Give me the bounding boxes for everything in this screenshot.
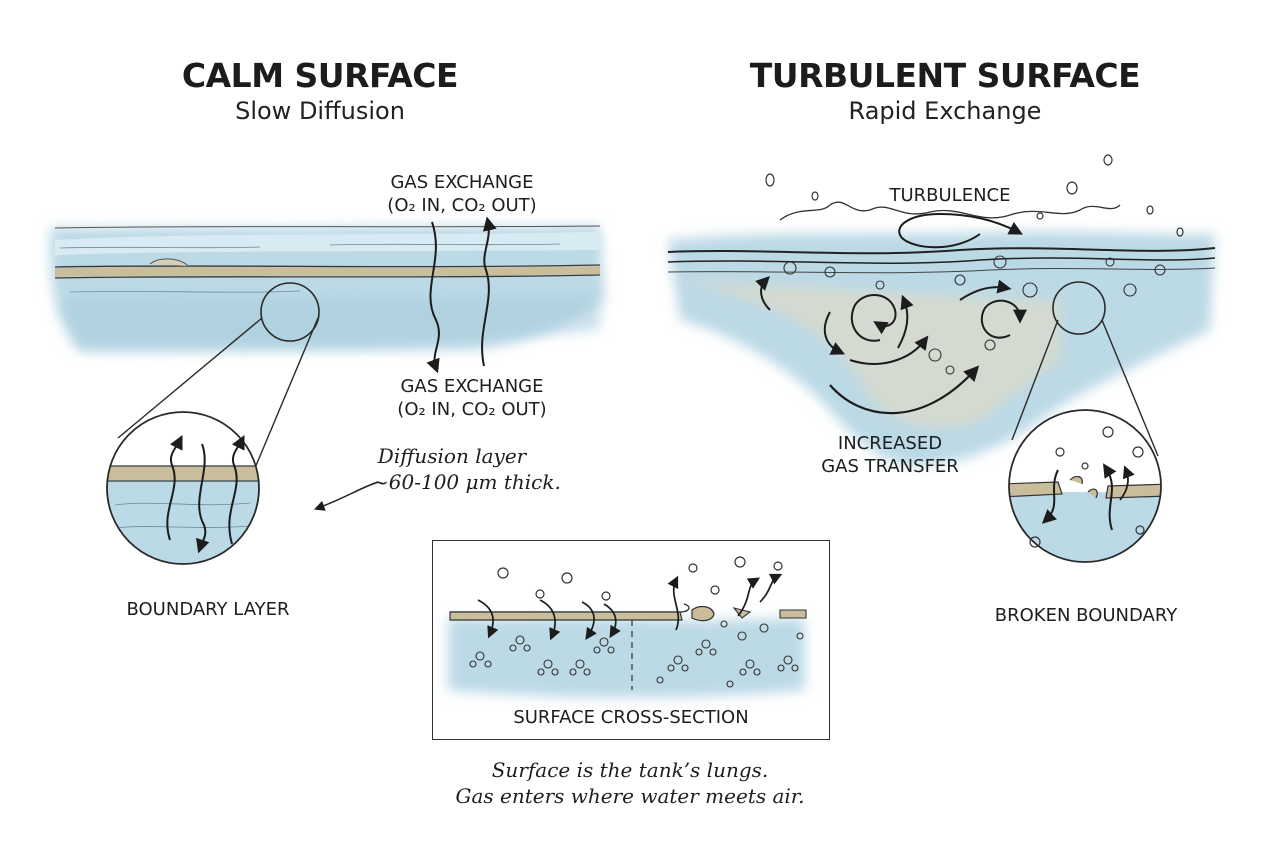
calm-panel-title: CALM SURFACE bbox=[181, 56, 459, 95]
footer-note-line1: Surface is the tank’s lungs. bbox=[491, 758, 769, 782]
transfer-line1: INCREASED bbox=[837, 433, 943, 454]
gas-exchange-bottom-line2: (O₂ IN, CO₂ OUT) bbox=[397, 399, 547, 420]
increased-gas-transfer-label: INCREASED GAS TRANSFER bbox=[790, 432, 990, 478]
gas-exchange-top-line1: GAS EXCHANGE bbox=[390, 172, 534, 193]
cross-section-label: SURFACE CROSS-SECTION bbox=[513, 707, 749, 728]
cross-section-art bbox=[448, 556, 807, 698]
diffusion-note-line2: ~60-100 μm thick. bbox=[372, 470, 561, 494]
broken-boundary-zoom bbox=[1008, 409, 1162, 563]
turbulent-zoom-source bbox=[1052, 281, 1106, 335]
diffusion-note-line1: Diffusion layer bbox=[377, 444, 527, 468]
turbulent-panel-title: TURBULENT SURFACE bbox=[749, 56, 1141, 95]
boundary-layer-label: BOUNDARY LAYER bbox=[126, 599, 290, 620]
calm-panel-subtitle: Slow Diffusion bbox=[235, 97, 405, 125]
turbulent-panel-subtitle: Rapid Exchange bbox=[848, 97, 1042, 125]
turbulence-label: TURBULENCE bbox=[889, 185, 1011, 206]
diffusion-note-pointer bbox=[314, 481, 379, 511]
calm-exchange-up-arrow bbox=[481, 216, 497, 367]
footer-note: Surface is the tank’s lungs. Gas enters … bbox=[400, 757, 860, 809]
calm-gas-exchange-bottom-label: GAS EXCHANGE (O₂ IN, CO₂ OUT) bbox=[372, 375, 572, 421]
calm-gas-exchange-top-label: GAS EXCHANGE (O₂ IN, CO₂ OUT) bbox=[362, 171, 562, 217]
transfer-line2: GAS TRANSFER bbox=[821, 456, 959, 477]
gas-exchange-bottom-line1: GAS EXCHANGE bbox=[400, 376, 544, 397]
diffusion-layer-note: Diffusion layer ~60-100 μm thick. bbox=[372, 443, 561, 495]
footer-note-line2: Gas enters where water meets air. bbox=[455, 784, 805, 808]
broken-boundary-label: BROKEN BOUNDARY bbox=[994, 605, 1178, 626]
boundary-layer-zoom bbox=[106, 411, 260, 565]
cross-section-frame bbox=[432, 540, 830, 740]
calm-zoom-source bbox=[260, 282, 320, 342]
turbulent-water-body bbox=[667, 154, 1216, 466]
gas-exchange-top-line2: (O₂ IN, CO₂ OUT) bbox=[387, 195, 537, 216]
calm-exchange-down-arrow bbox=[426, 221, 440, 374]
calm-water-body bbox=[50, 225, 605, 352]
